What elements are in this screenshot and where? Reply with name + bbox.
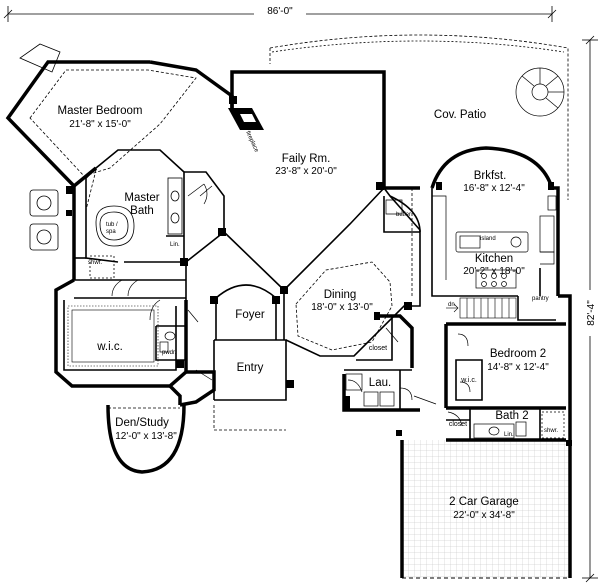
depth-label-bg — [583, 290, 597, 336]
family-room-dims: 23'-8" x 20'-0" — [275, 166, 337, 177]
garage-stairs — [446, 297, 517, 319]
bedroom2-dims: 14'-8" x 12'-4" — [487, 362, 549, 373]
closet-dining-label: closet — [369, 345, 387, 352]
garage-name: 2 Car Garage — [449, 496, 519, 508]
laundry-fixtures — [345, 373, 395, 407]
master-bath-line1: Master — [124, 192, 159, 204]
down-label: dn — [448, 302, 455, 308]
master-bath-line2: Bath — [130, 205, 154, 217]
master-bath-fixtures — [19, 43, 183, 279]
kitchen-name: Kitchen — [475, 253, 513, 265]
linen-label: Lin. — [170, 242, 180, 248]
butler-label: butler — [396, 212, 411, 218]
dining-name: Dining — [324, 289, 357, 301]
fireplace-icon — [228, 108, 264, 130]
shower-label: shwr. — [88, 260, 102, 266]
bedroom2-name: Bedroom 2 — [490, 348, 546, 360]
family-room-name: Faily Rm. — [282, 153, 331, 165]
foyer-name: Foyer — [235, 309, 265, 321]
kitchen-fixtures — [385, 195, 557, 289]
patio-name: Cov. Patio — [434, 109, 486, 121]
breakfast-dims: 16'-8" x 12'-4" — [463, 183, 525, 194]
garage-floor — [402, 440, 570, 578]
breakfast-name: Brkfst. — [474, 170, 507, 182]
linen2-label: Lin. — [504, 432, 514, 438]
bath2-name: Bath 2 — [495, 410, 528, 422]
width-label-bg — [254, 4, 306, 18]
tub-label: tub / — [106, 222, 118, 228]
ceiling-dashes — [29, 69, 413, 431]
master-bedroom-name: Master Bedroom — [57, 105, 142, 117]
spiral-stair — [515, 67, 565, 117]
wic-name: w.i.c. — [96, 341, 123, 353]
island-label: island — [480, 236, 496, 242]
closet-shelving — [67, 305, 159, 367]
fireplace-label: fireplace — [244, 130, 259, 154]
interior-walls — [63, 149, 556, 440]
bath2-fixtures — [473, 411, 565, 439]
overall-width-text: 86'-0" — [267, 6, 293, 17]
garage-dims: 22'-0" x 34'-8" — [453, 510, 515, 521]
closet-bedroom2-label: closet — [449, 421, 467, 428]
den-name: Den/Study — [115, 417, 169, 429]
doors — [111, 183, 471, 427]
wic2-name: w.i.c. — [460, 377, 477, 384]
master-bedroom-dims: 21'-8" x 15'-0" — [69, 119, 131, 130]
exterior-walls — [5, 60, 572, 579]
spa-label: spa — [106, 229, 116, 235]
shower2-label: shwr. — [544, 428, 558, 434]
laundry-name: Lau. — [369, 377, 391, 389]
columns — [66, 96, 572, 446]
powder-label: pwdr. — [162, 350, 177, 356]
pantry-label: pantry — [532, 296, 549, 302]
entry-name: Entry — [237, 362, 264, 374]
powder-fixtures — [159, 331, 176, 353]
dining-dims: 18'-0" x 13'-0" — [311, 302, 373, 313]
overall-depth-text: 82'-4" — [586, 300, 597, 326]
covered-patio — [269, 34, 569, 200]
den-dims: 12'-0" x 13'-8" — [115, 431, 177, 442]
kitchen-dims: 20'-2" x 18'-0" — [463, 266, 525, 277]
